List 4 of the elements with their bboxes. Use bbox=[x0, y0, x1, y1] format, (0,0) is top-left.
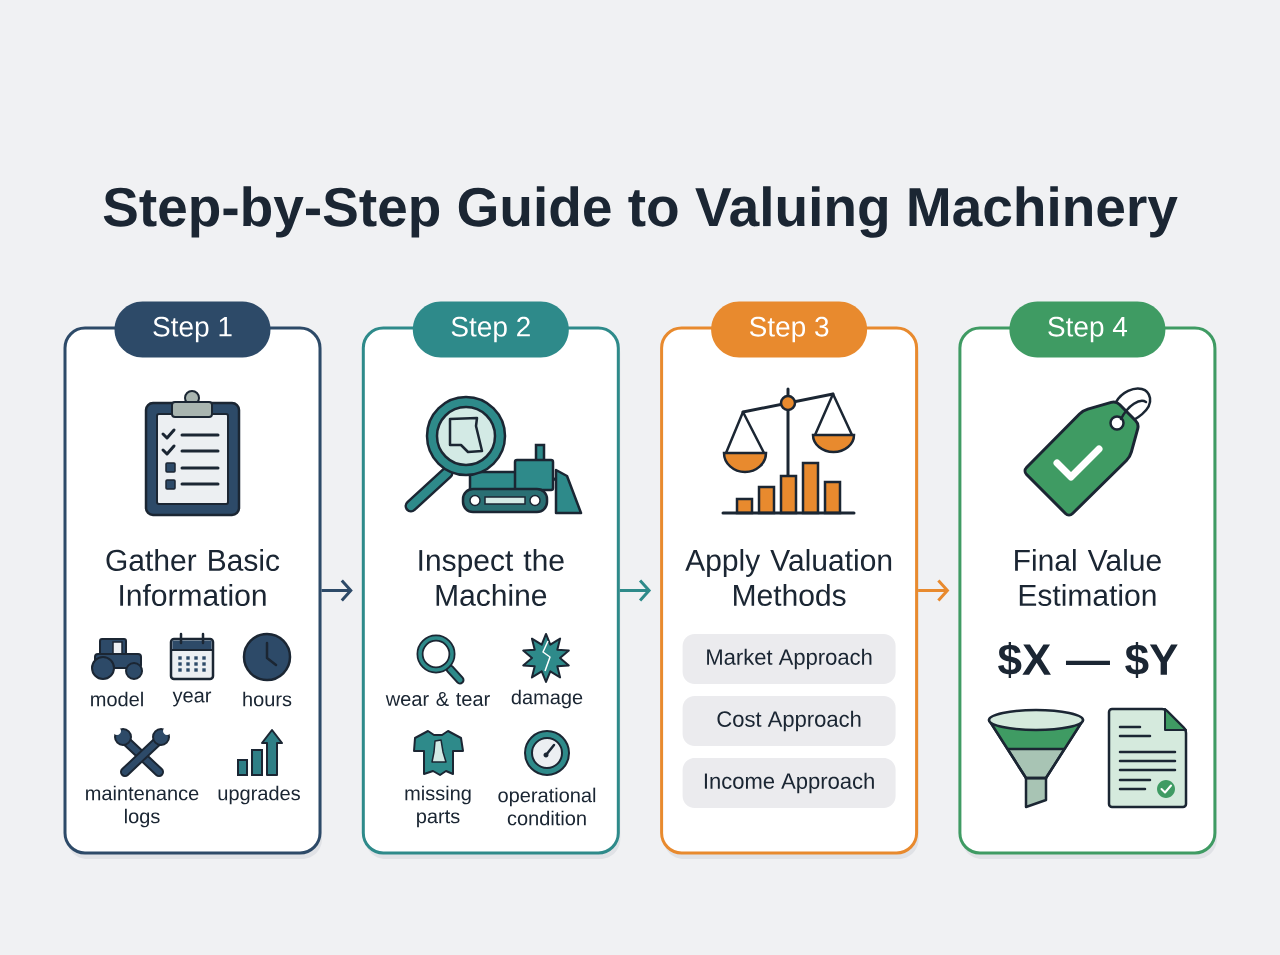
arrow bbox=[619, 579, 652, 602]
arrow bbox=[918, 579, 950, 602]
arrow bbox=[321, 579, 353, 602]
title: Step-by-Step Guide to Valuing Machinery bbox=[103, 186, 1178, 238]
